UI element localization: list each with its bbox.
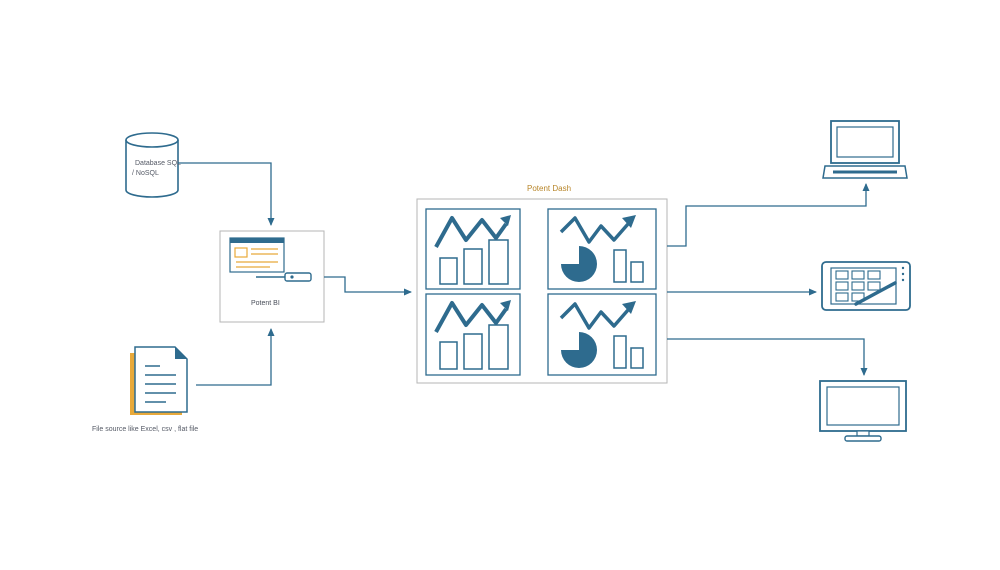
potent-dash-title: Potent Dash [527, 184, 571, 193]
chart-panel-bottom-right [547, 293, 657, 376]
laptop-icon [822, 120, 908, 179]
chart-panel-bottom-left [425, 293, 521, 376]
arrow-file-to-bi [196, 328, 275, 386]
chart-panel-top-left [425, 208, 521, 290]
pen-icon [256, 272, 312, 282]
monitor-icon [819, 380, 907, 442]
database-icon [125, 132, 179, 198]
database-label-line2: / NoSQL [132, 170, 159, 177]
arrow-dash-to-laptop [667, 183, 870, 247]
database-label-line1: Database SQL [135, 160, 181, 167]
dashboard-window-icon [229, 237, 285, 273]
potent-bi-label: Potent BI [251, 300, 280, 307]
file-source-label: File source like Excel, csv , flat file [92, 426, 198, 433]
arrow-database-to-bi [178, 162, 275, 226]
arrow-dash-to-monitor [667, 338, 868, 376]
arrow-bi-to-dash [324, 276, 412, 296]
connectors [178, 162, 870, 386]
document-icon [130, 346, 188, 415]
chart-panel-top-right [547, 208, 657, 290]
tablet-icon [821, 261, 911, 311]
